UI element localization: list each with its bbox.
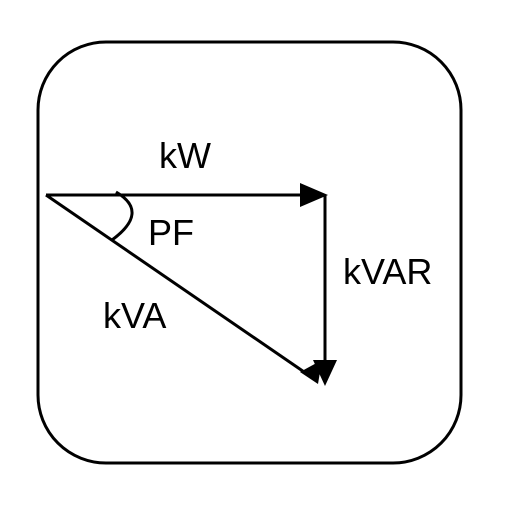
pf-label: PF bbox=[148, 212, 194, 253]
kw-arrowhead bbox=[300, 183, 328, 207]
power-factor-angle-arc bbox=[111, 190, 134, 242]
kva-label: kVA bbox=[103, 295, 166, 336]
kva-vector bbox=[45, 193, 311, 378]
kw-label: kW bbox=[159, 135, 211, 176]
kva-arrowhead bbox=[300, 360, 322, 384]
kvar-label: kVAR bbox=[343, 251, 432, 292]
diagram-frame bbox=[36, 40, 463, 465]
